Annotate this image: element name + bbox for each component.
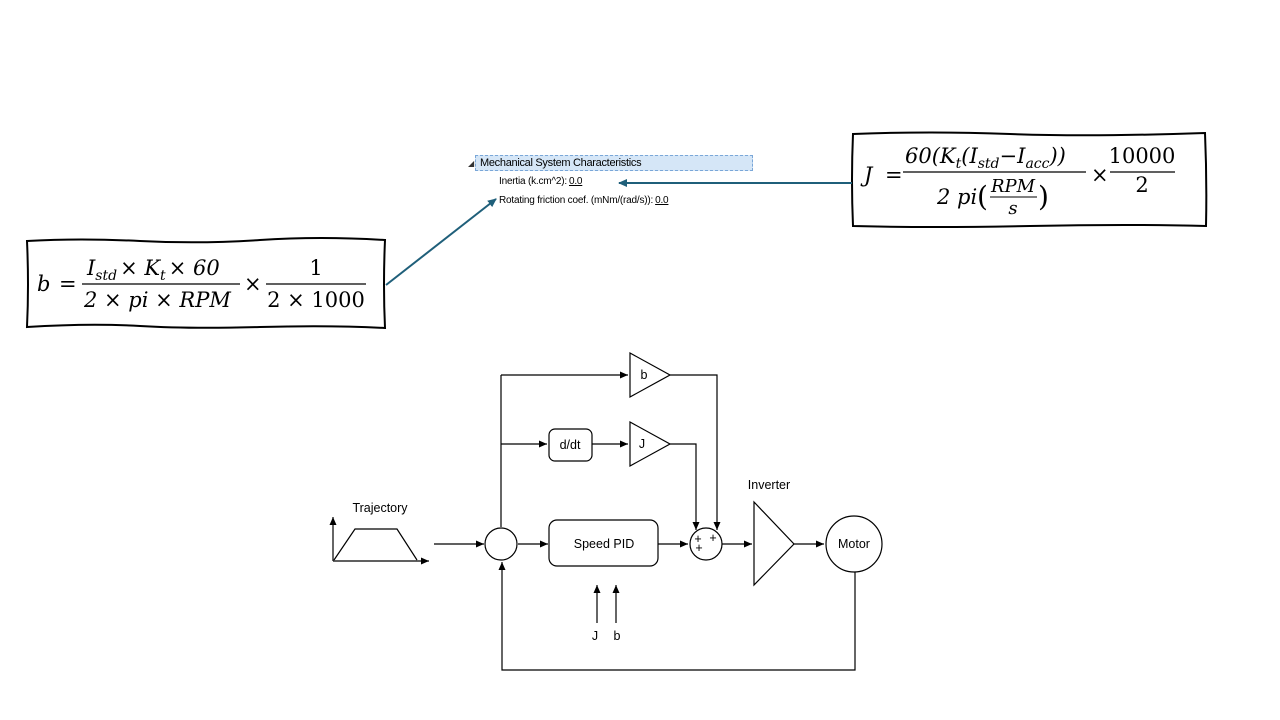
input-j-label: J [592,629,598,643]
trajectory-label: Trajectory [352,501,408,515]
derivative-label: d/dt [560,438,581,452]
eq-b-num1: Istd× Kt× 60 [86,256,220,284]
eq-j-paren-open: ( [977,180,988,213]
arrow-b-to-friction [385,198,497,286]
input-b-label: b [614,629,621,643]
collapse-caret-icon[interactable]: ◢ [468,159,475,168]
eq-j-equals: = [885,163,903,187]
property-label: Inertia (k.cm^2): [499,176,567,187]
inverter-block[interactable] [753,500,795,587]
gain-j-label: J [639,437,645,451]
eq-j-den1-frac-den: s [1008,198,1017,219]
eq-j-lhs: J [860,163,874,187]
panel-header[interactable]: Mechanical System Characteristics [475,155,753,171]
property-value[interactable]: 0.0 [568,176,583,187]
derivative-block[interactable] [548,428,593,462]
sum-sign: + [694,532,701,546]
eq-b-den2: 2 × 1000 [267,288,365,312]
eq-j-den1: 2 pi [936,185,977,209]
inverter-label: Inverter [748,478,790,492]
sum-sign: + [709,531,716,545]
eq-j-paren-close: ) [1038,180,1049,213]
signal-feedback [498,562,856,671]
speed-pid-label: Speed PID [574,537,634,551]
equation-b-box [25,237,387,330]
gain-b-label: b [641,368,648,382]
property-value[interactable]: 0.0 [655,195,669,206]
motor-label: Motor [838,537,870,551]
eq-b-equals: = [59,272,77,296]
property-inertia[interactable]: Inertia (k.cm^2):0.0 [499,176,583,188]
summing-junction-error[interactable] [484,527,518,561]
equation-b: b = Istd× Kt× 60 2 × pi × RPM × 1 2 × 10… [37,256,366,312]
motor-block[interactable] [825,515,883,573]
speed-pid-block[interactable] [548,519,659,567]
equation-j-box [851,131,1208,228]
summing-junction-ff[interactable] [689,527,723,561]
sum-sign: + [695,541,702,555]
gain-j-block[interactable] [629,420,672,468]
eq-j-den1-frac-num: RPM [990,176,1036,197]
eq-j-num1: 60(Kt(Istd−Iacc)) [905,144,1066,172]
equation-j: J = 60(Kt(Istd−Iacc)) 2 pi ( RPM s ) × 1… [860,144,1175,219]
property-label: Rotating friction coef. (mNm/(rad/s)): [499,195,654,206]
eq-b-num2: 1 [309,256,322,280]
eq-b-lhs: b [37,272,50,296]
property-friction[interactable]: Rotating friction coef. (mNm/(rad/s)):0.… [499,195,669,207]
signal-j-to-sum [670,443,700,530]
trajectory-plot [329,517,429,565]
eq-j-num2: 10000 [1109,144,1176,168]
signal-b-to-sum [670,374,721,530]
eq-j-times: × [1091,163,1109,187]
eq-j-den2: 2 [1135,173,1148,197]
gain-b-block[interactable] [629,351,672,399]
eq-b-times: × [244,272,262,296]
eq-b-den1: 2 × pi × RPM [83,288,231,312]
